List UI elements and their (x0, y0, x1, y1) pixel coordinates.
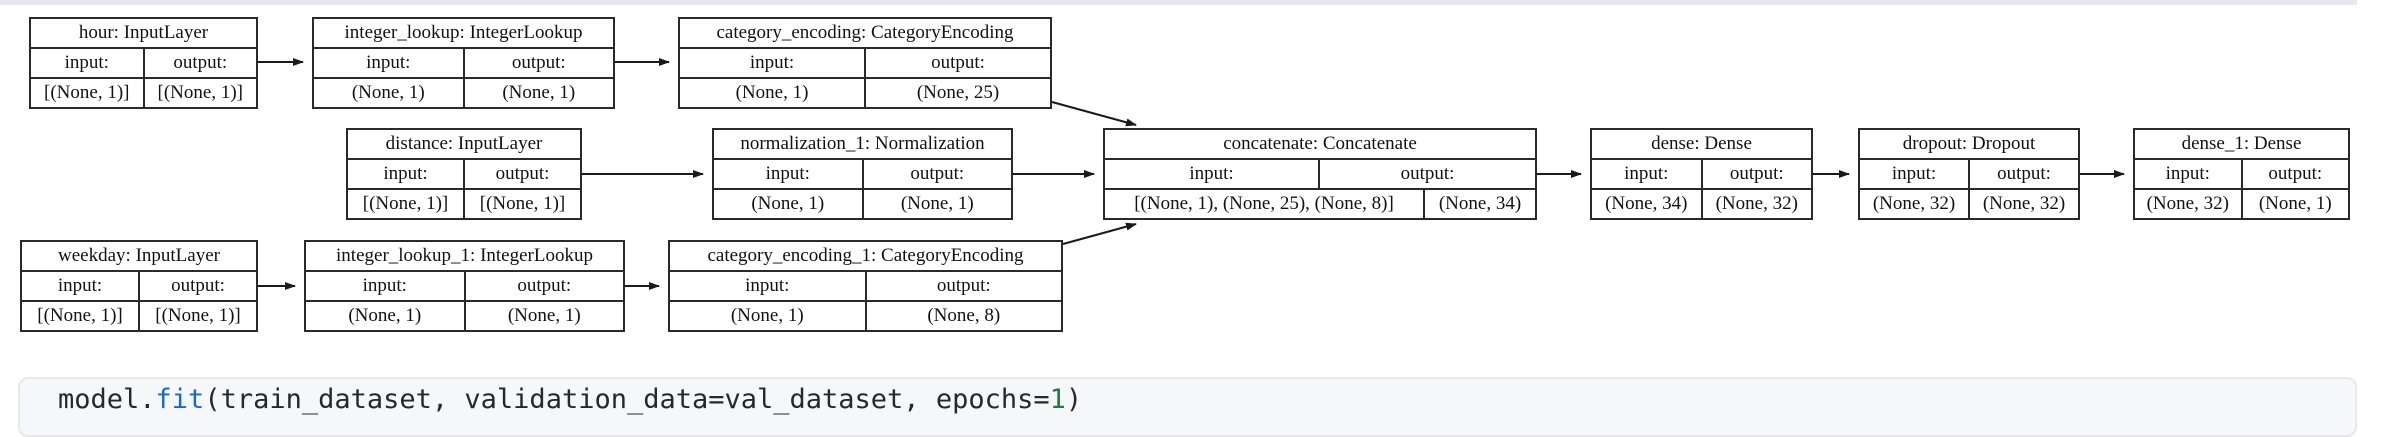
output-shape: (None, 1) (861, 190, 1012, 218)
layer-title: normalization_1: Normalization (740, 133, 985, 154)
layer-title: category_encoding_1: CategoryEncoding (707, 245, 1024, 266)
output-shape: (None, 1) (2240, 190, 2349, 218)
output-shape: (None, 32) (1968, 190, 2078, 218)
edge-category_encoding_1-concatenate (1062, 222, 1137, 245)
layer-node-category_encoding_1: category_encoding_1: CategoryEncoding in… (668, 240, 1063, 332)
code-line[interactable]: model.fit(train_dataset, validation_data… (58, 381, 1082, 419)
output-shape: (None, 1) (462, 79, 614, 107)
input-label: input: (745, 275, 790, 296)
output-label: output: (463, 272, 624, 300)
layer-title: integer_lookup_1: IntegerLookup (336, 245, 593, 266)
edges-layer (258, 58, 2125, 290)
output-shape: (None, 8) (864, 302, 1062, 330)
input-shape: (None, 32) (1872, 193, 1956, 214)
layer-node-category_encoding: category_encoding: CategoryEncoding inpu… (678, 17, 1052, 109)
output-label: output: (1700, 160, 1812, 188)
layer-title: dropout: Dropout (1902, 133, 2036, 154)
input-shape: (None, 34) (1605, 193, 1688, 214)
output-shape: (None, 34) (1423, 190, 1535, 218)
layer-node-dense: dense: Dense input: output: (None, 34) (… (1590, 128, 1813, 220)
layer-title: hour: InputLayer (78, 22, 209, 43)
cell-divider-strip (0, 0, 2357, 5)
input-label: input: (366, 52, 411, 73)
output-shape: [(None, 1)] (463, 190, 580, 218)
input-shape: (None, 1) (751, 193, 825, 214)
output-label: output: (864, 49, 1050, 77)
input-shape: (None, 1) (351, 82, 425, 103)
layer-title: weekday: InputLayer (58, 245, 220, 266)
edge-category_encoding-concatenate (1051, 101, 1137, 127)
layer-node-hour: hour: InputLayer input: output: [(None, … (29, 17, 258, 109)
code-cell[interactable]: model.fit(train_dataset, validation_data… (18, 377, 2357, 437)
layer-node-concatenate: concatenate: Concatenate input: output: … (1103, 128, 1537, 220)
input-shape: (None, 1) (735, 82, 809, 103)
input-label: input: (1891, 163, 1937, 184)
output-label: output: (2240, 160, 2349, 188)
input-shape: [(None, 1)] (362, 193, 449, 214)
model-plot-output: hour: InputLayer input: output: [(None, … (20, 17, 2350, 332)
layer-node-integer_lookup_1: integer_lookup_1: IntegerLookup input: o… (304, 240, 625, 332)
layer-title: dense: Dense (1651, 133, 1752, 154)
input-label: input: (749, 52, 795, 73)
layer-node-distance: distance: InputLayer input: output: [(No… (346, 128, 582, 220)
output-shape: [(None, 1)] (138, 302, 256, 330)
layer-node-normalization_1: normalization_1: Normalization input: ou… (712, 128, 1013, 220)
input-label: input: (57, 275, 103, 296)
input-label: input: (765, 163, 810, 184)
input-shape: (None, 1) (730, 305, 804, 326)
input-shape: [(None, 1)] (44, 82, 130, 103)
input-shape: [(None, 1), (None, 25), (None, 8)] (1134, 193, 1394, 214)
layer-title: integer_lookup: IntegerLookup (344, 22, 583, 43)
input-shape: [(None, 1)] (37, 305, 123, 326)
input-label: input: (362, 275, 407, 296)
layer-node-weekday: weekday: InputLayer input: output: [(Non… (20, 240, 258, 332)
output-shape: (None, 25) (864, 79, 1050, 107)
input-shape: (None, 32) (2146, 193, 2229, 214)
output-label: output: (864, 272, 1062, 300)
output-label: output: (1318, 160, 1535, 188)
layer-title: category_encoding: CategoryEncoding (716, 22, 1014, 43)
input-label: input: (1189, 163, 1234, 184)
layer-node-integer_lookup: integer_lookup: IntegerLookup input: out… (312, 17, 615, 109)
layer-title: distance: InputLayer (385, 133, 543, 154)
layer-title: dense_1: Dense (2181, 133, 2302, 154)
input-label: input: (383, 163, 428, 184)
output-label: output: (142, 49, 257, 77)
output-label: output: (861, 160, 1012, 188)
output-label: output: (1968, 160, 2078, 188)
input-label: input: (2165, 163, 2210, 184)
output-label: output: (462, 49, 614, 77)
layer-node-dropout: dropout: Dropout input: output: (None, 3… (1858, 128, 2080, 220)
layer-node-dense_1: dense_1: Dense input: output: (None, 32)… (2133, 128, 2350, 220)
output-label: output: (138, 272, 256, 300)
layer-title: concatenate: Concatenate (1223, 133, 1417, 154)
input-shape: (None, 1) (348, 305, 422, 326)
output-shape: (None, 32) (1700, 190, 1812, 218)
output-label: output: (463, 160, 580, 188)
input-label: input: (1624, 163, 1669, 184)
output-shape: (None, 1) (463, 302, 624, 330)
output-shape: [(None, 1)] (142, 79, 257, 107)
input-label: input: (64, 52, 109, 73)
